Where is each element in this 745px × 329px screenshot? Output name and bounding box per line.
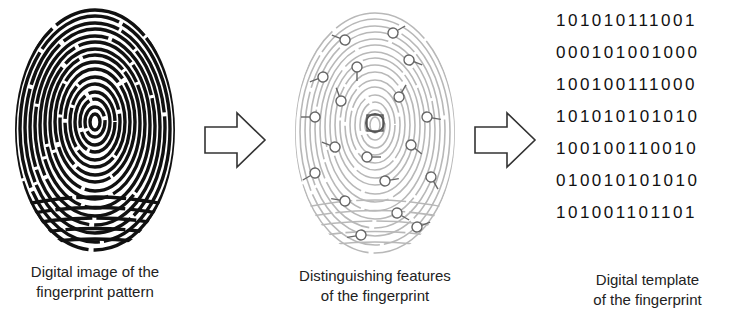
image-panel: Distinguishing features of the fingerpri… [285,0,465,325]
caption: Distinguishing features of the fingerpri… [285,266,465,306]
image-panel: Digital image of the fingerprint pattern [5,0,185,325]
fingerprint-image [13,10,177,250]
flow-arrow [205,113,265,167]
fingerprint-features [293,13,457,253]
caption: Digital image of the fingerprint pattern [5,262,185,302]
caption: Digital template of the fingerprint [545,270,740,310]
binary-row: 101010111001 [556,10,697,32]
binary-row: 101001101101 [556,202,697,224]
binary-row: 101010101010 [556,106,699,128]
binary-row: 100100110010 [556,138,698,160]
binary-row: 100100111000 [556,74,697,96]
binary-row: 000101001000 [556,42,699,64]
binary-row: 010010101010 [556,170,699,192]
flow-arrow [475,113,535,167]
